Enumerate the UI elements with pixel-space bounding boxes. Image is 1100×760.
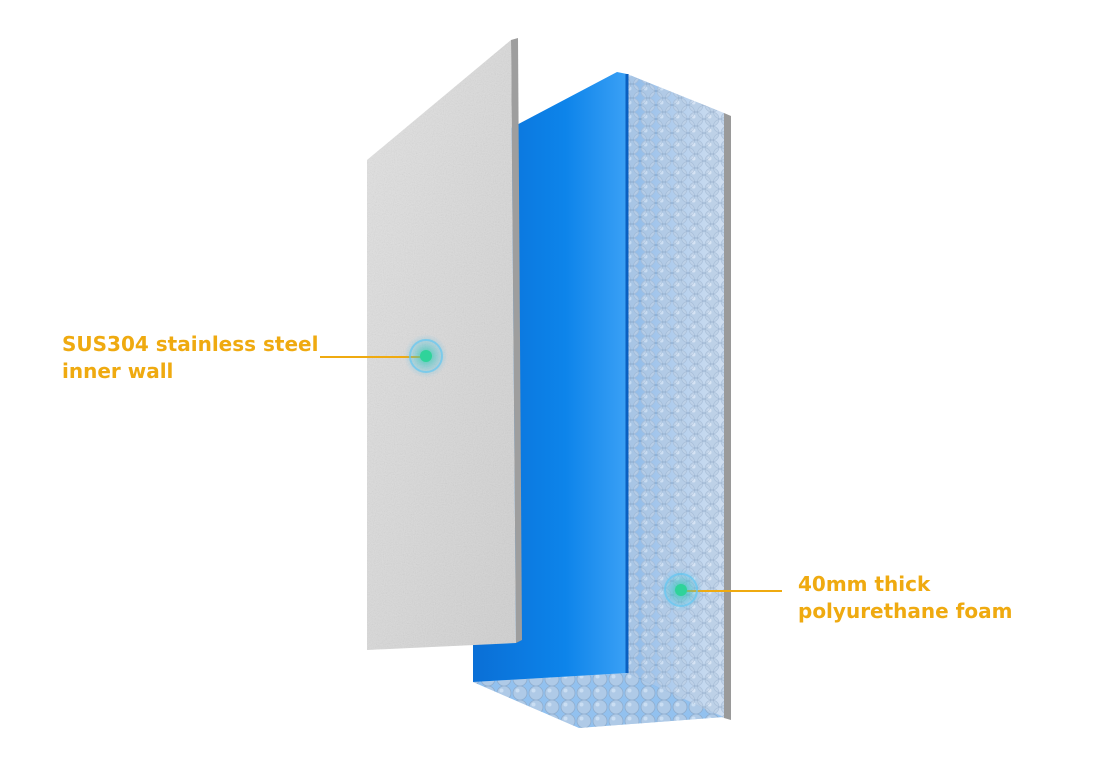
- steel-wall-label-line1: SUS304 stainless steel: [62, 332, 319, 356]
- outer-wall-edge: [724, 113, 731, 720]
- hotspot-icon[interactable]: [659, 568, 703, 612]
- foam-label-line1: 40mm thick: [798, 572, 931, 596]
- foam-label-line2: polyurethane foam: [798, 599, 1013, 623]
- steel-panel-edge: [511, 38, 522, 643]
- steel-wall-callout: SUS304 stainless steel inner wall: [62, 331, 318, 385]
- foam-callout: 40mm thick polyurethane foam: [798, 571, 1012, 625]
- hotspot-icon[interactable]: [404, 334, 448, 378]
- steel-wall-label-line2: inner wall: [62, 359, 174, 383]
